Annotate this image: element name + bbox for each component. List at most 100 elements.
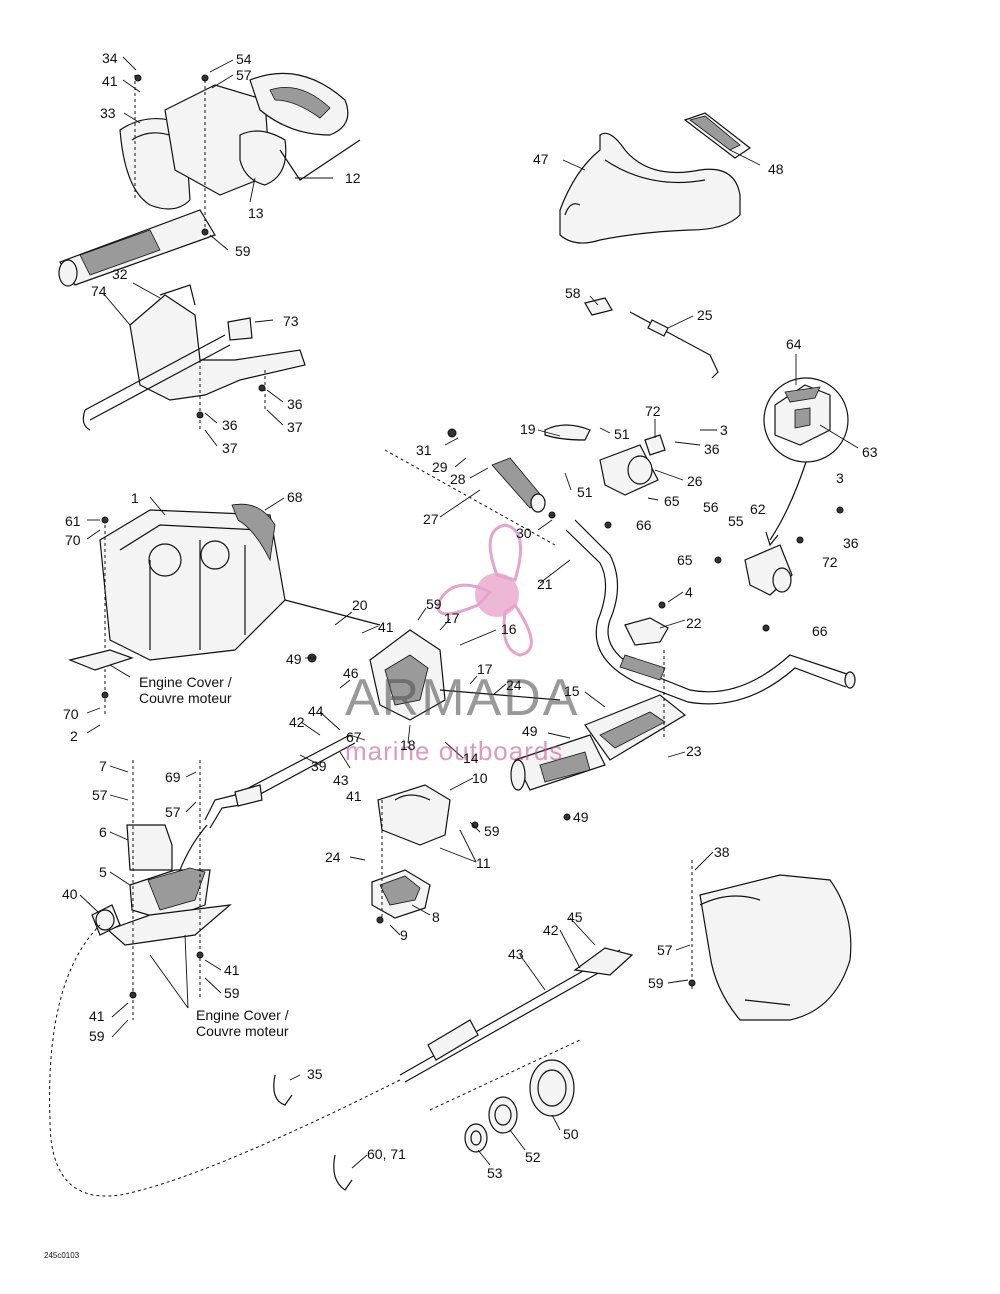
- label-42: 42: [543, 922, 559, 938]
- note-line-1: Engine Cover /: [139, 674, 232, 690]
- label-40: 40: [62, 886, 78, 902]
- label-42: 42: [289, 714, 305, 730]
- label-70: 70: [65, 532, 81, 548]
- grip-28: [491, 457, 546, 513]
- lower-bracket: [91, 760, 232, 1020]
- label-64: 64: [786, 336, 802, 352]
- label-6: 6: [99, 824, 107, 840]
- label-26: 26: [687, 473, 703, 489]
- label-72: 72: [645, 403, 661, 419]
- note-line-1: Engine Cover /: [196, 1007, 289, 1023]
- label-19: 19: [520, 421, 536, 437]
- label-36: 36: [287, 396, 303, 412]
- label-2: 2: [70, 728, 78, 744]
- label-57: 57: [165, 804, 181, 820]
- label-74: 74: [91, 283, 107, 299]
- label-25: 25: [697, 307, 713, 323]
- label-11: 11: [476, 855, 491, 871]
- label-60-71: 60, 71: [367, 1146, 406, 1162]
- rod-25: [584, 297, 719, 379]
- propeller-logo-icon: [436, 523, 533, 657]
- steering-cover: [559, 112, 752, 244]
- label-61: 61: [65, 513, 81, 529]
- support-bracket: [371, 784, 451, 920]
- throttle-lever-assembly: [82, 284, 306, 431]
- label-23: 23: [686, 743, 702, 759]
- label-3: 3: [720, 422, 728, 438]
- label-57: 57: [236, 67, 252, 83]
- label-4: 4: [685, 584, 693, 600]
- label-17: 17: [477, 661, 493, 677]
- label-59: 59: [648, 975, 664, 991]
- label-43: 43: [333, 772, 349, 788]
- label-39: 39: [311, 758, 327, 774]
- label-34: 34: [102, 50, 118, 66]
- label-36: 36: [704, 441, 720, 457]
- label-55: 55: [728, 513, 744, 529]
- label-50: 50: [563, 1126, 579, 1142]
- label-58: 58: [565, 285, 581, 301]
- label-1: 1: [131, 490, 139, 506]
- clamp-35: [273, 1074, 293, 1106]
- label-36: 36: [222, 417, 238, 433]
- label-47: 47: [533, 151, 549, 167]
- watermark-tagline: marine outboards: [345, 736, 563, 766]
- label-72: 72: [822, 554, 838, 570]
- engine-cover-plate: [68, 649, 134, 671]
- label-49: 49: [286, 651, 302, 667]
- steering-column: [369, 617, 687, 791]
- engine-block: [99, 503, 381, 715]
- label-31: 31: [416, 442, 432, 458]
- label-12: 12: [345, 170, 361, 186]
- label-73: 73: [283, 313, 299, 329]
- label-59: 59: [426, 596, 442, 612]
- label-53: 53: [487, 1165, 503, 1181]
- label-22: 22: [686, 615, 702, 631]
- label-41: 41: [378, 619, 394, 635]
- label-56: 56: [703, 499, 719, 515]
- label-43: 43: [508, 946, 524, 962]
- label-66: 66: [636, 517, 652, 533]
- handlebar-21: [384, 449, 856, 705]
- label-57: 57: [657, 942, 673, 958]
- part-labels: 34 41 33 54 57 12 13 59 32 74 73 36 37 3…: [62, 50, 878, 1181]
- label-62: 62: [750, 501, 766, 517]
- label-14: 14: [463, 750, 479, 766]
- label-70: 70: [63, 706, 79, 722]
- note-line-2: Couvre moteur: [196, 1023, 289, 1039]
- label-65: 65: [677, 552, 693, 568]
- label-69: 69: [165, 769, 181, 785]
- drawing-code: 245c0103: [44, 1251, 80, 1260]
- label-10: 10: [472, 770, 488, 786]
- label-3: 3: [836, 470, 844, 486]
- label-36: 36: [843, 535, 859, 551]
- label-41: 41: [102, 73, 118, 89]
- label-24: 24: [325, 849, 341, 865]
- label-41: 41: [346, 788, 362, 804]
- label-54: 54: [236, 51, 252, 67]
- leader-lines: [79, 56, 859, 1169]
- label-29: 29: [432, 459, 448, 475]
- label-9: 9: [400, 927, 408, 943]
- label-57: 57: [92, 787, 108, 803]
- label-15: 15: [564, 683, 580, 699]
- throttle-switch: [544, 424, 793, 596]
- label-27: 27: [423, 511, 439, 527]
- label-63: 63: [862, 444, 878, 460]
- label-13: 13: [248, 205, 264, 221]
- label-51: 51: [614, 426, 630, 442]
- label-41: 41: [224, 962, 240, 978]
- clamp-60-71: [333, 1154, 353, 1191]
- label-48: 48: [768, 161, 784, 177]
- label-32: 32: [112, 266, 128, 282]
- label-37: 37: [222, 440, 238, 456]
- switch-detail: [763, 377, 849, 547]
- label-46: 46: [343, 665, 359, 681]
- label-59: 59: [235, 243, 251, 259]
- label-68: 68: [287, 489, 303, 505]
- label-20: 20: [352, 597, 368, 613]
- handle-grip-assembly: [58, 72, 361, 287]
- label-49: 49: [573, 809, 589, 825]
- watermark-brand: ARMADA: [345, 669, 579, 727]
- label-65: 65: [664, 493, 680, 509]
